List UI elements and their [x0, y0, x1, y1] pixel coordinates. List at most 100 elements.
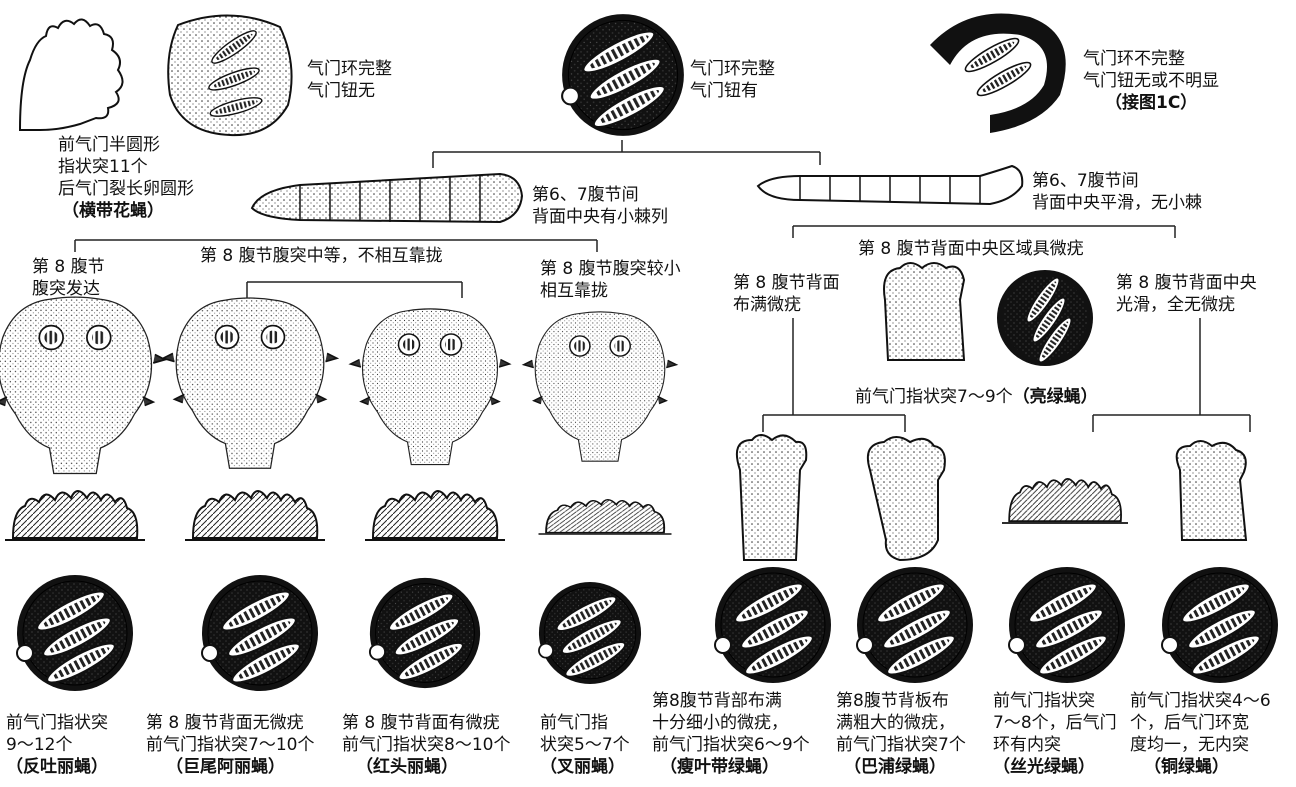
label-a2-line-2: 气门钮无: [307, 80, 392, 102]
label-c1-line-1: 第 8 腹节: [32, 256, 105, 278]
label-c6-line-1: 第 8 腹节背面中央: [1116, 272, 1257, 294]
label-s8: 前气门指状突4～6 个，后气门环宽 度均一，无内突 （铜绿蝇）: [1130, 690, 1271, 778]
anterior-spiracle-7: [1002, 479, 1128, 523]
label-a4-line-2: 气门钮无或不明显: [1083, 70, 1219, 92]
anterior-spiracle-drawing: [20, 19, 123, 130]
label-a1-line-2: 指状突11个: [58, 156, 194, 178]
label-a4-line-1: 气门环不完整: [1083, 48, 1219, 70]
posterior-spiracle-4: [539, 582, 641, 684]
label-a3: 气门环完整 气门钮有: [690, 58, 775, 102]
segment-drawing-4: [524, 312, 677, 461]
lucilia-anterior-spiracle: [884, 263, 964, 360]
label-c5-line-1: 第 8 腹节背面: [733, 272, 840, 294]
label-c7-line-1: 前气门指状突7～9个: [855, 387, 1013, 407]
label-b1-line-1: 第6、7腹节间: [532, 184, 668, 206]
label-c3: 第 8 腹节腹突较小 相互靠拢: [540, 258, 681, 302]
anterior-spiracle-6: [868, 437, 945, 560]
posterior-spiracle-1: [17, 575, 133, 691]
label-s7-name: （丝光绿蝇）: [993, 756, 1117, 778]
label-s5-line-2: 十分细小的微疣，: [652, 712, 810, 734]
label-s7-line-1: 前气门指状突: [993, 690, 1117, 712]
label-c3-line-1: 第 8 腹节腹突较小: [540, 258, 681, 280]
anterior-spiracle-3: [365, 491, 505, 540]
label-c1-line-2: 腹突发达: [32, 278, 105, 300]
label-c5: 第 8 腹节背面 布满微疣: [733, 272, 840, 316]
posterior-spiracle-7: [1009, 567, 1125, 683]
segment-drawing-1: [0, 297, 165, 473]
label-a2: 气门环完整 气门钮无: [307, 58, 392, 102]
label-s6-line-2: 满粗大的微疣，: [836, 712, 966, 734]
label-s4: 前气门指 状突5～7个 （叉丽蝇）: [540, 712, 630, 778]
label-b2: 第6、7腹节间 背面中央平滑，无小棘: [1032, 170, 1202, 214]
posterior-spiracle-8: [1162, 567, 1278, 683]
label-s3-line-1: 第 8 腹节背面有微疣: [342, 712, 510, 734]
label-a3-line-1: 气门环完整: [690, 58, 775, 80]
label-a4: 气门环不完整 气门钮无或不明显 （接图1C）: [1083, 48, 1219, 114]
label-s3-name: （红头丽蝇）: [342, 756, 510, 778]
label-c2: 第 8 腹节腹突中等，不相互靠拢: [200, 245, 443, 267]
posterior-spiracle-6: [857, 567, 973, 683]
label-s5-name: （瘦叶带绿蝇）: [652, 756, 810, 778]
label-s1: 前气门指状突 9～12个 （反吐丽蝇）: [6, 712, 108, 778]
label-s8-line-1: 前气门指状突4～6: [1130, 690, 1271, 712]
posterior-spiracle-3: [370, 578, 480, 688]
label-b1: 第6、7腹节间 背面中央有小棘列: [532, 184, 668, 228]
label-c5-line-2: 布满微疣: [733, 294, 840, 316]
label-a1: 前气门半圆形 指状突11个 后气门裂长卵圆形 （横带花蝇）: [58, 134, 194, 222]
larva-spiny: [252, 174, 522, 222]
label-s3: 第 8 腹节背面有微疣 前气门指状突8～10个 （红头丽蝇）: [342, 712, 510, 778]
label-s1-name: （反吐丽蝇）: [6, 756, 108, 778]
label-s4-line-1: 前气门指: [540, 712, 630, 734]
label-s3-line-2: 前气门指状突8～10个: [342, 734, 510, 756]
label-s1-line-1: 前气门指状突: [6, 712, 108, 734]
posterior-spiracle-5: [715, 567, 831, 683]
label-s7: 前气门指状突 7～8个，后气门 环有内突 （丝光绿蝇）: [993, 690, 1117, 778]
label-s2-line-1: 第 8 腹节背面无微疣: [146, 712, 314, 734]
lucilia-posterior-spiracle: [997, 270, 1093, 366]
label-s4-name: （叉丽蝇）: [540, 756, 630, 778]
label-a2-line-1: 气门环完整: [307, 58, 392, 80]
label-s2: 第 8 腹节背面无微疣 前气门指状突7～10个 （巨尾阿丽蝇）: [146, 712, 314, 778]
posterior-spiracle-2: [202, 575, 318, 691]
label-a1-line-1: 前气门半圆形: [58, 134, 194, 156]
label-b2-line-1: 第6、7腹节间: [1032, 170, 1202, 192]
label-s2-line-2: 前气门指状突7～10个: [146, 734, 314, 756]
label-b1-line-2: 背面中央有小棘列: [532, 206, 668, 228]
label-s5: 第8腹节背部布满 十分细小的微疣， 前气门指状突6～9个 （瘦叶带绿蝇）: [652, 690, 810, 778]
label-a1-line-3: 后气门裂长卵圆形: [58, 178, 194, 200]
label-s8-line-2: 个，后气门环宽: [1130, 712, 1271, 734]
anterior-spiracle-4: [539, 500, 672, 534]
label-s8-line-3: 度均一，无内突: [1130, 734, 1271, 756]
label-s2-name: （巨尾阿丽蝇）: [146, 756, 314, 778]
label-s1-line-2: 9～12个: [6, 734, 108, 756]
label-c4-line-1: 第 8 腹节背面中央区域具微疣: [858, 238, 1084, 260]
label-s7-line-2: 7～8个，后气门: [993, 712, 1117, 734]
label-s4-line-2: 状突5～7个: [540, 734, 630, 756]
label-s8-name: （铜绿蝇）: [1130, 756, 1271, 778]
label-s5-line-1: 第8腹节背部布满: [652, 690, 810, 712]
anterior-spiracle-1: [5, 491, 145, 540]
anterior-spiracle-5: [737, 435, 806, 560]
spiracle-incomplete: [930, 14, 1066, 134]
label-c6: 第 8 腹节背面中央 光滑，全无微疣: [1116, 272, 1257, 316]
spiracle-with-button: [562, 14, 684, 136]
spiracle-no-button: [168, 15, 291, 135]
segment-drawing-3: [351, 309, 510, 465]
label-b2-line-2: 背面中央平滑，无小棘: [1032, 192, 1202, 214]
label-c7: 前气门指状突7～9个（亮绿蝇）: [855, 386, 1098, 408]
anterior-spiracle-8: [1177, 441, 1246, 540]
label-a4-name: （接图1C）: [1083, 92, 1219, 114]
label-s7-line-3: 环有内突: [993, 734, 1117, 756]
label-s6-name: （巴浦绿蝇）: [836, 756, 966, 778]
larva-smooth: [758, 166, 1022, 204]
label-c6-line-2: 光滑，全无微疣: [1116, 294, 1257, 316]
label-c2-line-1: 第 8 腹节腹突中等，不相互靠拢: [200, 245, 443, 267]
label-c1: 第 8 腹节 腹突发达: [32, 256, 105, 300]
label-s6-line-3: 前气门指状突7个: [836, 734, 966, 756]
label-c7-name: （亮绿蝇）: [1013, 387, 1098, 407]
label-a3-line-2: 气门钮有: [690, 80, 775, 102]
label-a1-name: （横带花蝇）: [58, 200, 194, 222]
label-c3-line-2: 相互靠拢: [540, 280, 681, 302]
label-s5-line-3: 前气门指状突6～9个: [652, 734, 810, 756]
